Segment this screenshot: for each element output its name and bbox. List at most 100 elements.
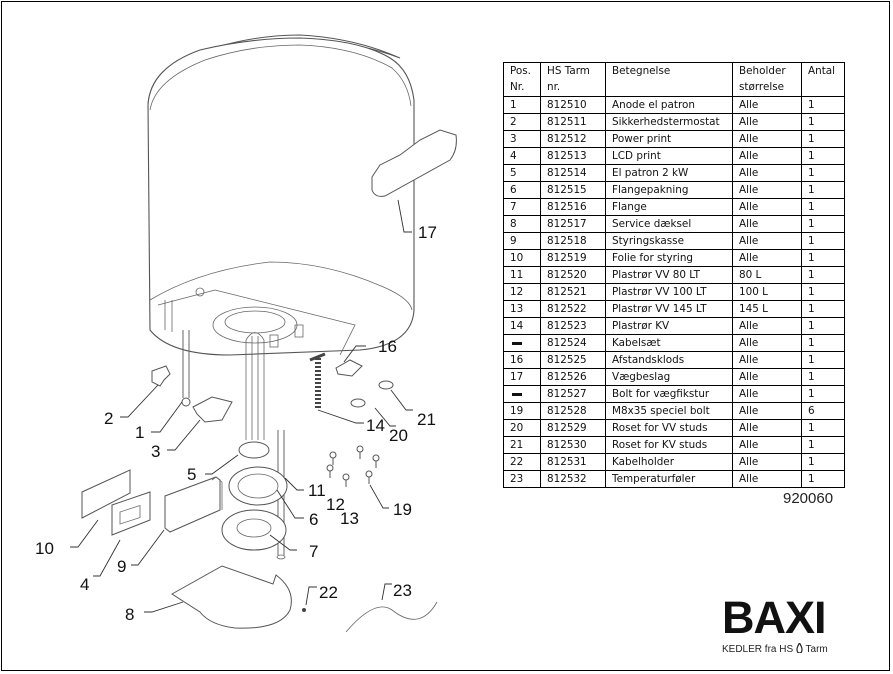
cell-pos: 20 [503,419,541,437]
logo-brand: BAXI [722,592,827,643]
cell-antal: 1 [801,453,845,471]
cell-pos: 4 [503,147,541,165]
cell-pos [503,334,541,352]
callout-23: 23 [393,581,412,600]
callout-19: 19 [393,500,412,519]
cell-hs-tarm-nr: 812525 [540,351,606,369]
cell-antal: 1 [801,334,845,352]
callout-12: 12 [326,495,345,514]
cell-hs-tarm-nr: 812513 [540,147,606,165]
cell-beholder-storrelse: Alle [732,198,802,216]
cell-beholder-storrelse: Alle [732,113,802,131]
logo-tagline-suffix: Tarm [805,644,828,655]
callout-9: 9 [117,557,126,576]
leader-lines [70,199,413,613]
logo-tagline: KEDLER fra HS Tarm [722,641,828,655]
part-power-print [192,396,233,423]
cell-antal: 1 [801,385,845,403]
cell-betegnelse: Flange [605,198,733,216]
cell-antal: 1 [801,198,845,216]
callout-16: 16 [378,337,397,356]
cell-antal: 1 [801,283,845,301]
cell-betegnelse: Service dæksel [605,215,733,233]
cell-beholder-storrelse: 100 L [732,283,802,301]
part-bolts [326,445,380,487]
cell-betegnelse: Roset for KV studs [605,436,733,454]
dash-mark [512,392,522,396]
cell-antal: 1 [801,470,845,488]
part-flange-gasket [228,466,288,506]
cell-hs-tarm-nr: 812512 [540,130,606,148]
cell-antal: 1 [801,300,845,318]
cell-pos: 11 [503,266,541,284]
cell-hs-tarm-nr: 812517 [540,215,606,233]
cell-antal: 1 [801,181,845,199]
part-control-box [164,476,223,533]
part-rosette-vv [350,398,366,408]
cell-antal: 6 [801,402,845,420]
cell-beholder-storrelse: Alle [732,96,802,114]
cell-beholder-storrelse: Alle [732,130,802,148]
callout-3: 3 [151,442,160,461]
cell-hs-tarm-nr: 812520 [540,266,606,284]
tank-body [147,34,415,356]
part-el-patron [238,441,270,459]
document-number: 920060 [783,490,834,507]
cell-antal: 1 [801,164,845,182]
cell-pos: 10 [503,249,541,267]
cell-beholder-storrelse: Alle [732,334,802,352]
cell-beholder-storrelse: Alle [732,317,802,335]
cell-pos: 8 [503,215,541,233]
cell-beholder-storrelse: Alle [732,164,802,182]
cell-hs-tarm-nr: 812530 [540,436,606,454]
cell-antal: 1 [801,215,845,233]
cell-hs-tarm-nr: 812526 [540,368,606,386]
cell-beholder-storrelse: Alle [732,249,802,267]
callout-4: 4 [80,575,89,594]
cell-betegnelse: Flangepakning [605,181,733,199]
cell-pos: 23 [503,470,541,488]
callout-20: 20 [389,426,408,445]
cell-beholder-storrelse: Alle [732,419,802,437]
callout-1: 1 [135,423,144,442]
cell-antal: 1 [801,113,845,131]
cell-antal: 1 [801,232,845,250]
cell-hs-tarm-nr: 812519 [540,249,606,267]
cell-hs-tarm-nr: 812522 [540,300,606,318]
header-antal: Antal [801,62,845,97]
cell-pos [503,385,541,403]
callout-6: 6 [309,510,318,529]
cell-hs-tarm-nr: 812514 [540,164,606,182]
callout-7: 7 [309,542,318,561]
part-spacer [335,359,363,377]
cell-hs-tarm-nr: 812523 [540,317,606,335]
cell-antal: 1 [801,317,845,335]
part-service-cover [171,565,292,629]
cell-pos: 16 [503,351,541,369]
callout-8: 8 [125,605,134,624]
part-cable-holder [302,608,306,612]
cell-hs-tarm-nr: 812511 [540,113,606,131]
cell-antal: 1 [801,368,845,386]
cell-beholder-storrelse: Alle [732,368,802,386]
cell-beholder-storrelse: 80 L [732,266,802,284]
part-temperature-sensor [345,601,438,633]
callout-10: 10 [35,539,54,558]
cell-betegnelse: Kabelholder [605,453,733,471]
cell-betegnelse: Vægbeslag [605,368,733,386]
cell-betegnelse: Roset for VV studs [605,419,733,437]
cell-beholder-storrelse: Alle [732,232,802,250]
